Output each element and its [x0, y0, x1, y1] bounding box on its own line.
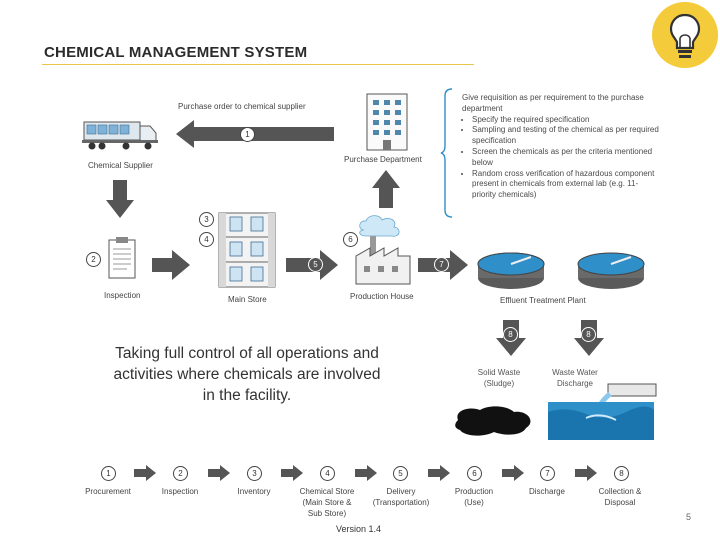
step-marker-2: 2 — [86, 252, 101, 267]
clipboard-icon — [108, 237, 136, 279]
purchase-department-label: Purchase Department — [344, 155, 422, 164]
version-label: Version 1.4 — [336, 524, 382, 534]
requisition-intro: Give requisition as per requirement to t… — [462, 93, 644, 113]
chemical-supplier-label: Chemical Supplier — [88, 161, 153, 170]
requisition-bullet: Specify the required specification — [472, 115, 662, 126]
arrow-up-production — [372, 170, 400, 208]
timeline-circle-7: 7 — [540, 466, 555, 481]
timeline-circle-8: 8 — [614, 466, 629, 481]
timeline-circle-5: 5 — [393, 466, 408, 481]
timeline-label-6: Production (Use) — [454, 487, 494, 507]
main-store-label: Main Store — [228, 295, 267, 304]
timeline-label-7: Discharge — [528, 487, 565, 496]
timeline-arrow — [281, 465, 303, 481]
timeline-circle-6: 6 — [467, 466, 482, 481]
timeline-circle-3: 3 — [247, 466, 262, 481]
effluent-treatment-plant-label: Effluent Treatment Plant — [500, 296, 586, 305]
warehouse-icon — [218, 212, 276, 288]
purchase-order-arrow — [176, 120, 334, 148]
timeline-circle-4: 4 — [320, 466, 335, 481]
page-number: 5 — [686, 512, 692, 522]
step-marker-8b: 8 — [581, 327, 596, 342]
timeline-label-4: Chemical Store (Main Store & Sub Store) — [299, 487, 355, 518]
building-icon — [366, 93, 408, 151]
process-timeline: 1 2 3 4 5 6 7 8 Procurement Inspection I… — [0, 460, 720, 530]
title-divider — [42, 64, 474, 65]
step-marker-3: 3 — [199, 212, 214, 227]
timeline-circle-2: 2 — [173, 466, 188, 481]
water-discharge-icon — [548, 383, 657, 440]
requisition-bullet: Random cross verification of hazardous c… — [472, 169, 662, 201]
timeline-label-2: Inspection — [161, 487, 199, 496]
step-marker-6: 6 — [343, 232, 358, 247]
requisition-bullet: Sampling and testing of the chemical as … — [472, 125, 662, 147]
requisition-bullet: Screen the chemicals as per the criteria… — [472, 147, 662, 169]
requisition-bracket — [440, 88, 453, 218]
timeline-arrow — [575, 465, 597, 481]
timeline-arrow — [428, 465, 450, 481]
timeline-label-1: Procurement — [85, 487, 131, 496]
inspection-label: Inspection — [104, 291, 141, 300]
requisition-text: Give requisition as per requirement to t… — [462, 93, 662, 201]
timeline-arrow — [134, 465, 156, 481]
step-marker-4: 4 — [199, 232, 214, 247]
timeline-circle-1: 1 — [101, 466, 116, 481]
step-marker-5: 5 — [308, 257, 323, 272]
treatment-tanks-icon — [477, 252, 645, 289]
page-title: CHEMICAL MANAGEMENT SYSTEM — [44, 44, 308, 61]
sludge-icon — [455, 406, 531, 436]
timeline-arrow — [355, 465, 377, 481]
timeline-label-5: Delivery (Transportation) — [372, 487, 430, 507]
arrow-down-supplier — [106, 180, 134, 218]
timeline-arrow — [502, 465, 524, 481]
step-marker-7: 7 — [434, 257, 449, 272]
lightbulb-icon — [652, 2, 718, 68]
production-house-label: Production House — [350, 292, 414, 301]
timeline-label-3: Inventory — [237, 487, 271, 496]
tagline-text: Taking full control of all operations an… — [113, 345, 381, 404]
solid-waste-label: Solid Waste (Sludge) — [477, 368, 521, 388]
truck-icon — [82, 121, 158, 150]
arrow-right-inspection — [152, 250, 190, 280]
purchase-order-label: Purchase order to chemical supplier — [178, 102, 306, 111]
factory-icon — [355, 215, 411, 285]
step-marker-8a: 8 — [503, 327, 518, 342]
step-marker-1: 1 — [240, 127, 255, 142]
waste-water-label: Waste Water Discharge — [552, 368, 598, 388]
timeline-arrow — [208, 465, 230, 481]
timeline-label-8: Collection & Disposal — [598, 487, 642, 507]
